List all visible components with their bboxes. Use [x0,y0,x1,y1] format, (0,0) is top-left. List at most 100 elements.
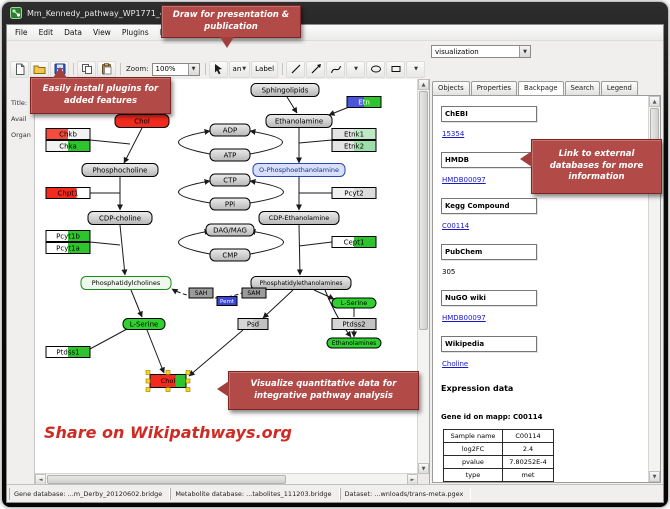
copy-button[interactable] [77,60,96,78]
pathway-node-ctp[interactable]: CTP [209,173,251,187]
tab-backpage[interactable]: Backpage [518,81,564,95]
menu-help[interactable]: Help [159,28,177,37]
connector-dropdown-button[interactable]: ▼ [346,60,366,78]
pathway-edge-11[interactable] [249,178,284,204]
pathway-edge-16[interactable] [89,241,121,246]
pathway-edge-14[interactable] [89,139,131,145]
pathway-node-sam[interactable]: SAM [241,287,267,299]
paste-button[interactable] [97,60,116,78]
pathway-node-pcyt2[interactable]: Pcyt2 [331,187,377,199]
canvas-horizontal-scrollbar[interactable]: ◄ ► [35,473,418,485]
new-file-button[interactable] [10,60,29,78]
pathway-edge-17[interactable] [298,139,333,144]
tab-properties[interactable]: Properties [470,81,518,95]
panel-vertical-scrollbar[interactable]: ▲ ▼ [648,96,660,482]
chevron-down-icon[interactable]: ▼ [187,63,199,75]
horizontal-scroll-thumb[interactable] [47,475,287,484]
pathway-node-phosphocholine[interactable]: Phosphocholine [81,163,159,177]
pathway-node-pcyt1a[interactable]: Pcyt1a [45,242,91,254]
pathway-edge-12[interactable] [178,228,211,255]
pathway-node-sah[interactable]: SAH [188,287,214,299]
pathway-edge-22[interactable] [146,329,165,374]
pathway-node-cdp-choline[interactable]: CDP-choline [87,211,153,225]
scroll-up-icon[interactable]: ▲ [418,79,429,90]
pathway-node-chpt1[interactable]: Chpt1 [45,187,91,199]
pathway-edge-0[interactable] [123,127,143,164]
pathway-edge-19[interactable] [298,241,333,247]
datanode-tool-button[interactable]: an▼ [228,60,251,78]
pathway-node-etnk1[interactable]: Etnk1 [331,128,377,140]
scroll-down-icon[interactable]: ▼ [649,471,660,482]
line-tool-button[interactable] [286,60,306,78]
ellipse-tool-button[interactable] [366,60,386,78]
open-file-button[interactable] [30,60,49,78]
shapes-dropdown-button[interactable]: ▼ [406,60,426,78]
pathway-edge-21[interactable] [130,289,143,318]
pathway-canvas[interactable]: SphingolipidsEtnEthanolamineCholADPATPPh… [35,79,424,482]
label-tool-button[interactable]: Label [251,60,279,78]
pathway-node-ethanolamine[interactable]: Ethanolamine [265,114,333,128]
pathway-node-adp[interactable]: ADP [209,123,251,137]
pathway-node-chka[interactable]: Chka [45,140,91,152]
pathway-node-phosphatidylethanolamines[interactable]: Phosphatidylethanolamines [250,276,352,290]
pathway-node-chkb[interactable]: Chkb [45,128,91,140]
pathway-node-l-serine[interactable]: L-Serine [122,318,166,330]
pathway-node-atp[interactable]: ATP [209,148,251,162]
tab-objects[interactable]: Objects [432,81,470,95]
menu-data[interactable]: Data [64,28,83,37]
pathway-node-etnk2[interactable]: Etnk2 [331,140,377,152]
select-tool-button[interactable] [208,60,228,78]
pathway-node-psd[interactable]: Psd [237,318,269,330]
tab-legend[interactable]: Legend [600,81,638,95]
pathway-edge-9[interactable] [249,128,283,155]
arrow-tool-button[interactable] [306,60,326,78]
pathway-node-o-phosphoethanolamine[interactable]: O-Phosphoethanolamine [252,163,346,177]
chevron-down-icon[interactable]: ▼ [519,46,530,57]
pathway-edge-25[interactable] [188,329,244,377]
nugo-id-link[interactable]: HMDB00097 [442,314,486,322]
hmdb-id-link[interactable]: HMDB00097 [442,176,486,184]
pathway-edge-6[interactable] [286,96,298,114]
scroll-up-icon[interactable]: ▲ [649,96,660,107]
vertical-scroll-thumb[interactable] [419,91,428,330]
pathway-edge-23[interactable] [313,289,335,300]
save-button[interactable] [50,60,69,78]
pathway-edge-24[interactable] [262,289,294,319]
pathway-node-sphingolipids[interactable]: Sphingolipids [250,83,320,97]
menu-view[interactable]: View [93,28,111,37]
scroll-down-icon[interactable]: ▼ [418,463,429,474]
menu-plugins[interactable]: Plugins [121,28,149,37]
pathway-node-l-serine[interactable]: L-Serine [331,297,377,309]
pathway-node-pemt[interactable]: Pemt [216,296,238,306]
pathway-node-ppi[interactable]: PPi [209,197,251,211]
pathway-edge-7[interactable] [328,106,350,116]
pathway-node-ptdss1[interactable]: Ptdss1 [45,346,91,358]
panel-scroll-thumb[interactable] [650,108,659,180]
pathway-node-etn[interactable]: Etn [346,96,382,108]
pathway-edge-13[interactable] [249,228,284,255]
tab-search[interactable]: Search [564,81,600,95]
pathway-node-pcyt1b[interactable]: Pcyt1b [45,230,91,242]
menu-file[interactable]: File [15,28,28,37]
pathway-node-ptdss2[interactable]: Ptdss2 [331,318,377,330]
curve-tool-button[interactable] [326,60,346,78]
pathway-edge-8[interactable] [178,128,211,155]
pathway-node-ethanolamines[interactable]: Ethanolamines [326,337,382,349]
canvas-vertical-scrollbar[interactable]: ▲ ▼ [417,79,429,474]
pathway-edge-2[interactable] [119,224,128,276]
pathway-node-cdp-ethanolamine[interactable]: CDP-Ethanolamine [258,211,340,225]
menu-edit[interactable]: Edit [38,28,54,37]
pathway-node-dag-mag[interactable]: DAG/MAG [205,223,255,237]
kegg-id-link[interactable]: C00114 [442,222,470,230]
pathway-node-chol[interactable]: Chol [114,114,170,128]
pathway-edge-5[interactable] [296,224,303,276]
zoom-combobox[interactable]: 100% ▼ [151,62,200,76]
pathway-edge-28[interactable] [89,328,128,350]
pathway-node-phosphatidylcholines[interactable]: Phosphatidylcholines [80,276,172,290]
pathway-edge-10[interactable] [178,178,211,204]
visualization-combobox[interactable]: visualization ▼ [431,45,531,58]
pathway-node-cmp[interactable]: CMP [209,248,251,262]
pathway-node-chol[interactable]: Chol [145,370,191,392]
chebi-id-link[interactable]: 15354 [442,130,465,138]
wikipedia-link[interactable]: Choline [442,360,469,368]
